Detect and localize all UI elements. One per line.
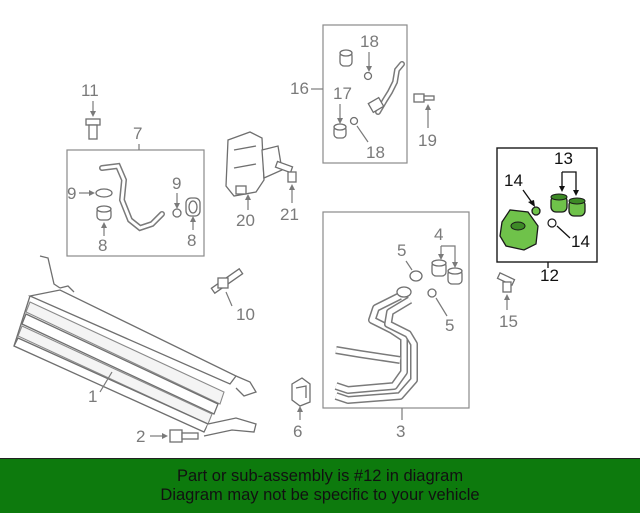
callout-6: 6 bbox=[293, 422, 302, 441]
bolt-15 bbox=[496, 272, 516, 293]
callout-19: 19 bbox=[418, 131, 437, 150]
callout-5-top: 5 bbox=[397, 241, 406, 260]
tube-assembly-group-3 bbox=[322, 211, 470, 409]
callout-16: 16 bbox=[290, 79, 309, 98]
callout-10: 10 bbox=[236, 305, 255, 324]
bolt-2 bbox=[169, 429, 199, 443]
hose-assembly-group bbox=[322, 24, 435, 164]
bolt-11 bbox=[85, 118, 101, 140]
banner-line-2: Diagram may not be specific to your vehi… bbox=[160, 486, 480, 504]
callout-18-bottom: 18 bbox=[366, 143, 385, 162]
parts-diagram: 18 16 17 18 19 11 7 9 8 9 8 bbox=[13, 24, 598, 446]
callout-18-top: 18 bbox=[360, 32, 379, 51]
info-banner: Part or sub-assembly is #12 in diagram D… bbox=[0, 458, 640, 513]
line-assembly-group-7 bbox=[66, 149, 205, 257]
bracket-6 bbox=[291, 377, 311, 407]
callout-5-bottom: 5 bbox=[445, 316, 454, 335]
callout-9-right: 9 bbox=[172, 174, 181, 193]
valve-assembly-20 bbox=[225, 131, 283, 197]
callout-20: 20 bbox=[236, 211, 255, 230]
callout-1: 1 bbox=[88, 387, 97, 406]
callout-9-left: 9 bbox=[67, 184, 76, 203]
bolt-21 bbox=[274, 160, 297, 183]
callout-15: 15 bbox=[499, 312, 518, 331]
callout-11: 11 bbox=[81, 81, 99, 100]
callout-3: 3 bbox=[396, 422, 405, 441]
callout-14-bottom: 14 bbox=[571, 232, 590, 251]
transmission-cooler-1 bbox=[13, 255, 257, 437]
callout-8-right: 8 bbox=[187, 231, 196, 250]
callout-21: 21 bbox=[280, 205, 299, 224]
banner-line-1: Part or sub-assembly is #12 in diagram bbox=[176, 467, 464, 485]
callout-8-left: 8 bbox=[98, 236, 107, 255]
callout-14-top: 14 bbox=[504, 171, 523, 190]
callout-2: 2 bbox=[136, 427, 145, 446]
callout-13: 13 bbox=[554, 149, 573, 168]
callout-4: 4 bbox=[434, 225, 443, 244]
stud-10 bbox=[210, 267, 244, 295]
oil-cooler-assembly-12[interactable] bbox=[496, 147, 598, 263]
callout-12: 12 bbox=[540, 266, 559, 285]
callout-7: 7 bbox=[133, 124, 142, 143]
callout-17: 17 bbox=[333, 84, 352, 103]
